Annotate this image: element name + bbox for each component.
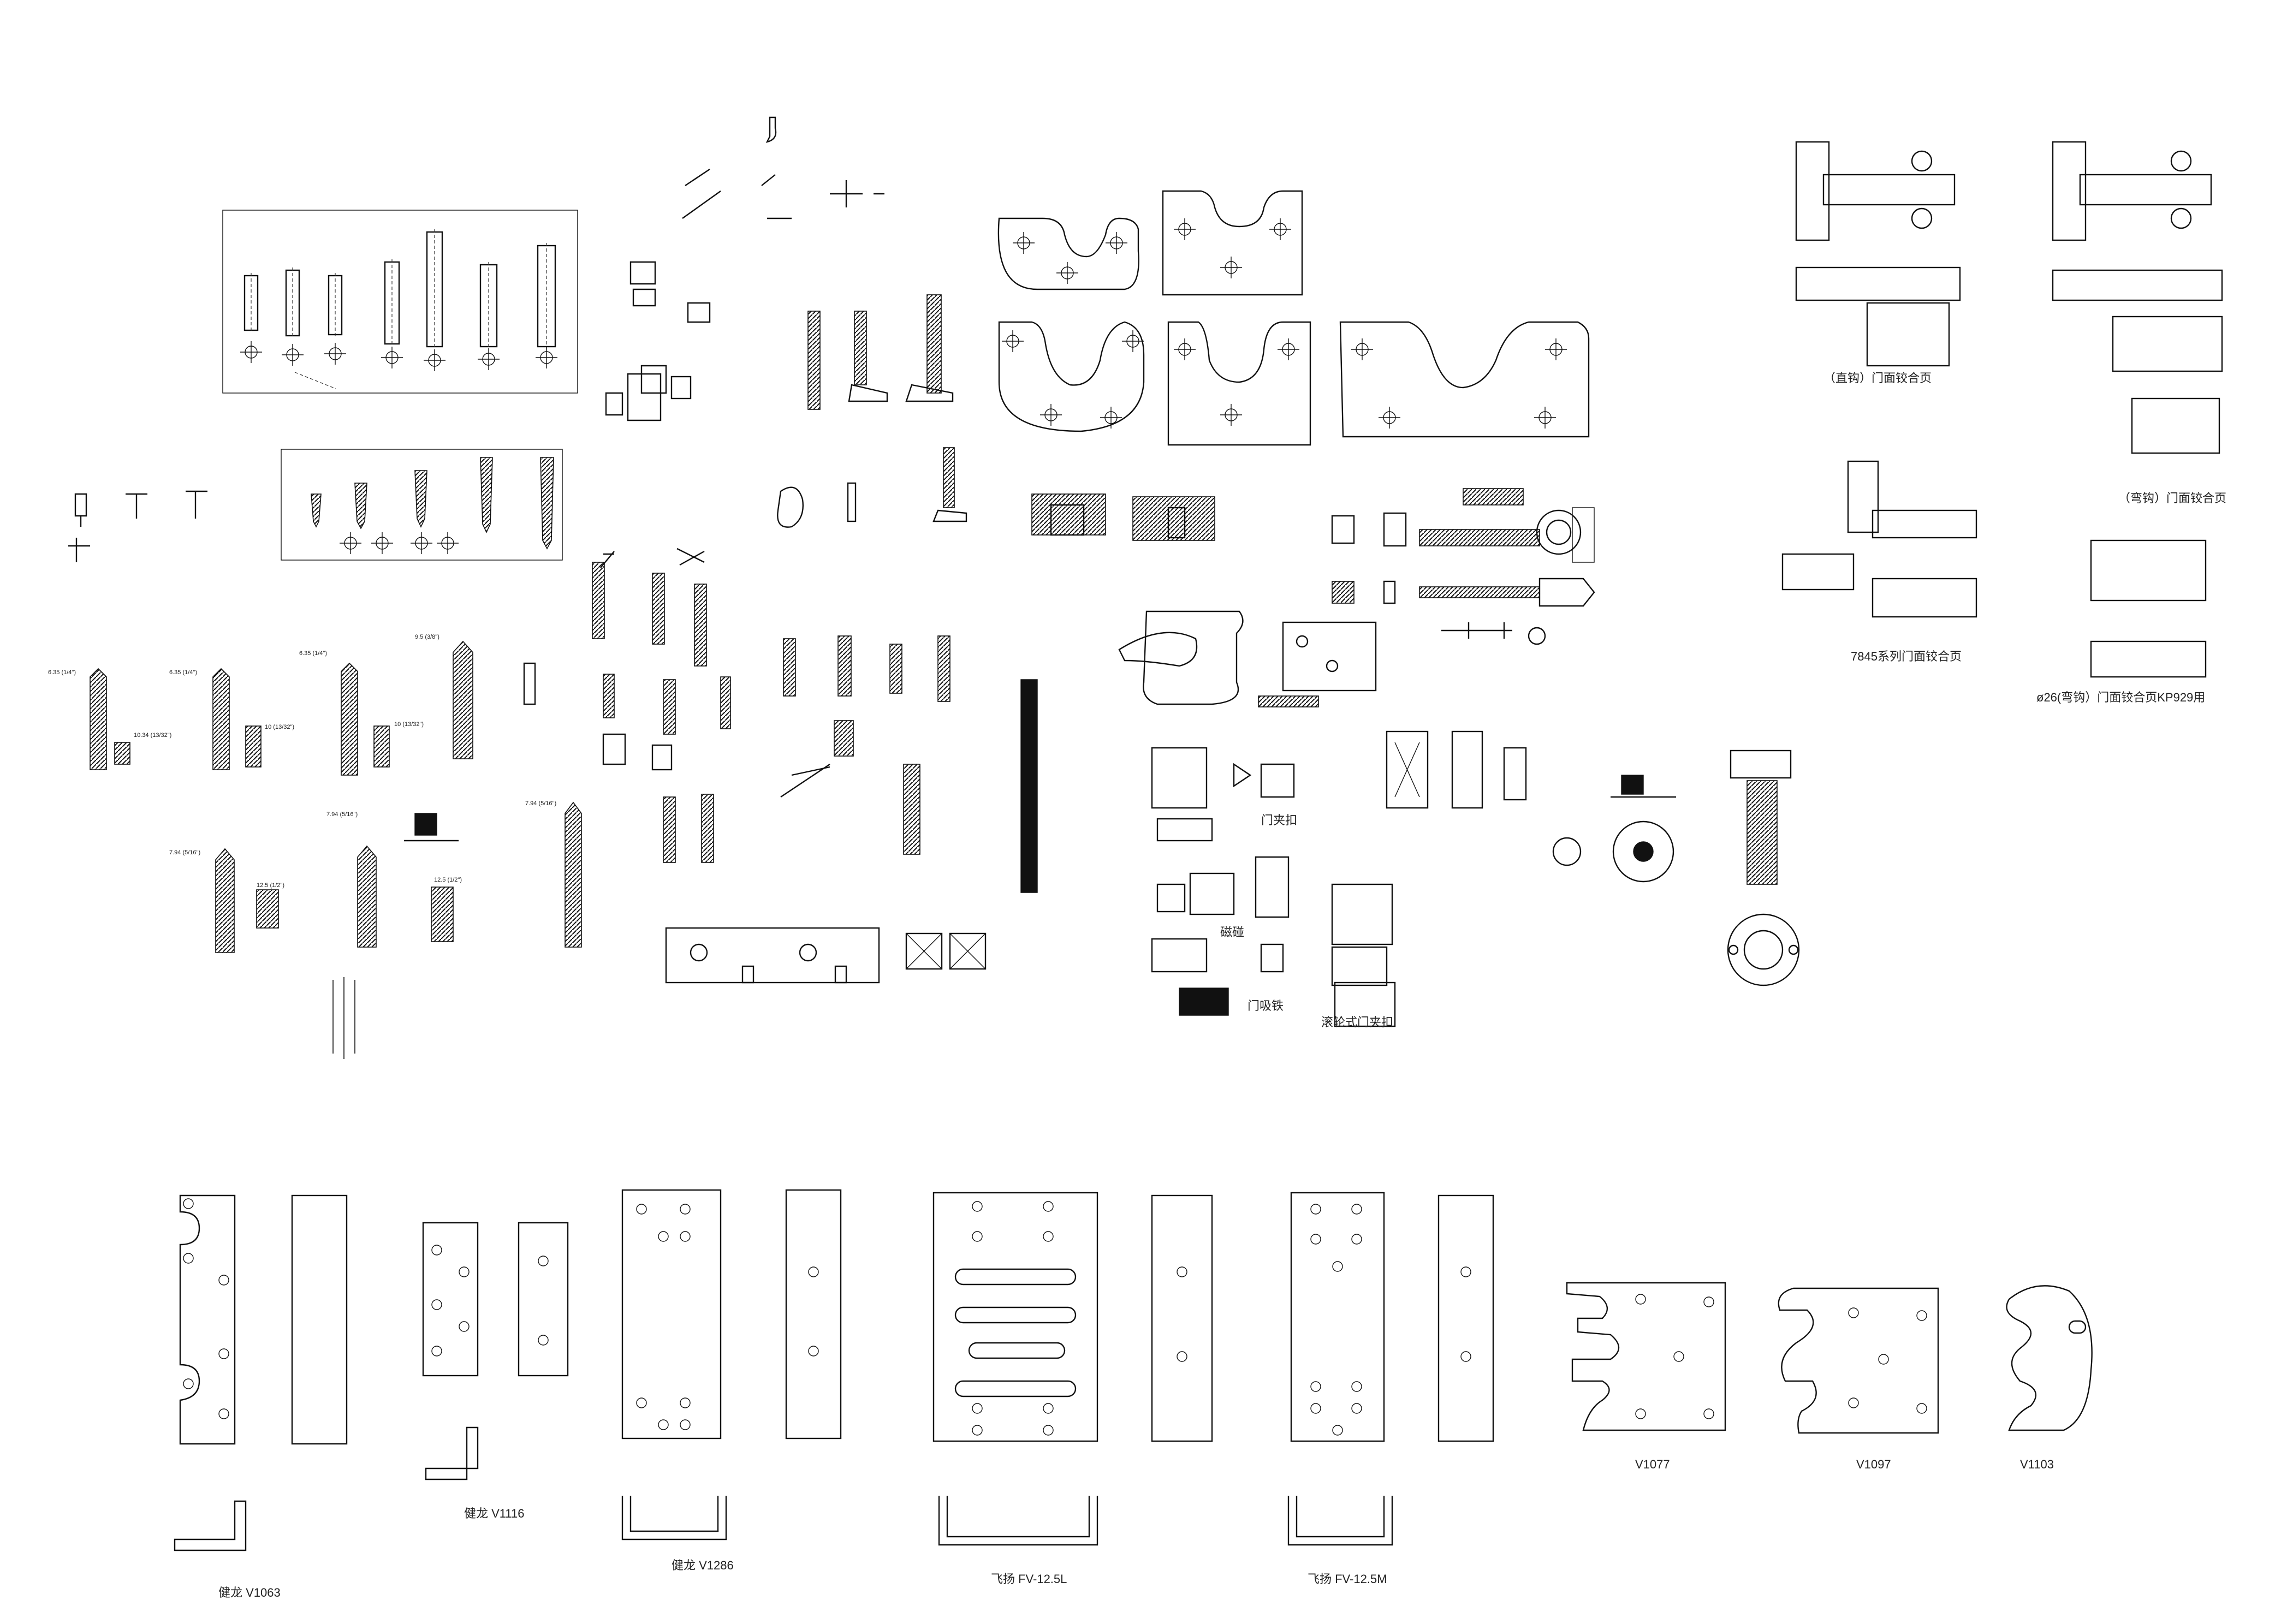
hinge-kp929-label: ø26(弯钩）门面铰合页KP929用 xyxy=(2036,691,2205,704)
bolt-group xyxy=(523,294,1038,893)
door-iron-label: 门吸铁 xyxy=(1248,999,1284,1013)
door-catch-group xyxy=(1386,730,1800,986)
latch-group: 门夹扣 磁碰 门吸铁 滚轮式门夹扣 xyxy=(1118,610,1396,1029)
connector-block-group xyxy=(605,116,884,421)
v1063-label: 健龙 V1063 xyxy=(218,1586,281,1599)
hinge-7845-label: 7845系列门面铰合页 xyxy=(1851,650,1962,663)
dim-label: 6.35 (1/4") xyxy=(48,669,76,676)
dim-label: 7.94 (5/16") xyxy=(525,800,556,807)
v1286-label: 健龙 V1286 xyxy=(672,1558,734,1572)
bed-bracket-group: 健龙 V1063 健龙 V1116 健龙 V1286 飞扬 FV-12. xyxy=(174,1189,2093,1599)
connector-bolt-group xyxy=(1331,488,1595,645)
v1097-label: V1097 xyxy=(1856,1458,1891,1471)
hinge-curved-label: （弯钩）门面铰合页 xyxy=(2118,491,2226,505)
dim-label: 9.5 (3/8") xyxy=(415,634,439,640)
roller-clip-label: 滚轮式门夹扣 xyxy=(1321,1015,1393,1029)
hinge-straight-label: （直钩）门面铰合页 xyxy=(1823,371,1932,385)
cam-plate-group xyxy=(997,190,1590,446)
v1077-label: V1077 xyxy=(1635,1458,1670,1471)
dowel-group xyxy=(222,210,578,394)
dim-label: 6.35 (1/4") xyxy=(169,669,197,676)
magnet-label: 磁碰 xyxy=(1220,925,1244,939)
threaded-insert-group: 6.35 (1/4") 6.35 (1/4") 6.35 (1/4") 9.5 … xyxy=(48,634,582,1059)
door-clip-label: 门夹扣 xyxy=(1261,813,1297,827)
dim-label: 10 (13/32") xyxy=(265,724,294,730)
v1103-label: V1103 xyxy=(2020,1458,2054,1471)
v1116-label: 健龙 V1116 xyxy=(464,1507,524,1520)
dim-label: 10.34 (13/32") xyxy=(134,732,171,739)
small-screw-group xyxy=(68,490,207,562)
fv125m-label: 飞扬 FV-12.5M xyxy=(1308,1572,1387,1586)
dim-label: 10 (13/32") xyxy=(394,721,424,728)
hinge-group: （直钩）门面铰合页 （弯钩）门面铰合页 7845系列门面铰合页 ø26(弯钩）门… xyxy=(1781,141,2226,704)
dim-label: 12.5 (1/2") xyxy=(257,882,284,889)
dim-label: 7.94 (5/16") xyxy=(326,811,358,818)
dim-label: 7.94 (5/16") xyxy=(169,849,200,856)
fv125l-label: 飞扬 FV-12.5L xyxy=(991,1572,1067,1586)
mounting-rail xyxy=(665,927,987,984)
dim-label: 6.35 (1/4") xyxy=(299,650,327,657)
wood-section-group xyxy=(1031,493,1215,541)
dim-label: 12.5 (1/2") xyxy=(434,877,462,883)
wood-screw-group xyxy=(281,449,563,561)
